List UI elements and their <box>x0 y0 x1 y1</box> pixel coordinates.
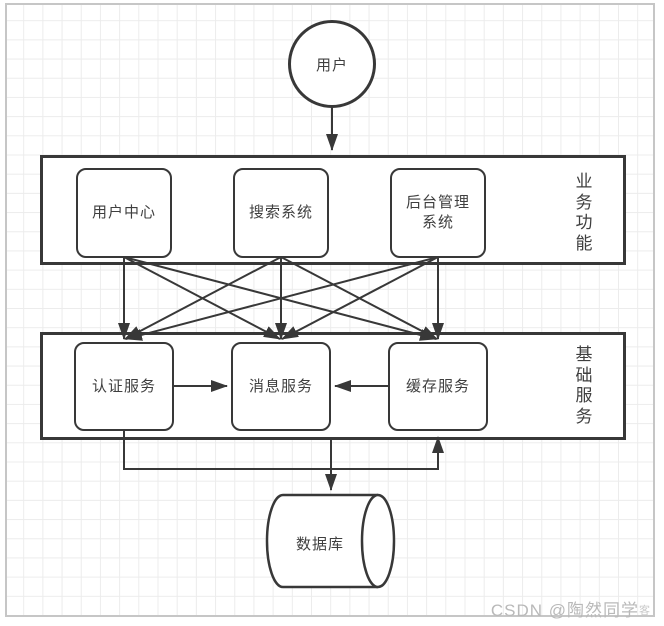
node-cache-service-label: 缓存服务 <box>405 377 470 395</box>
edge-admin-message <box>281 256 439 340</box>
node-search-system-label: 搜索系统 <box>248 204 313 221</box>
watermark-text: CSDN @陶然同学 <box>490 601 639 620</box>
node-admin-system: 后台管理系统 <box>390 168 486 258</box>
node-cache-service: 缓存服务 <box>388 342 488 431</box>
edge-auth-cache-bent <box>123 431 444 470</box>
node-user-label: 用户 <box>315 56 348 74</box>
watermark-tail: 客 <box>639 605 650 617</box>
node-message-service-label: 消息服务 <box>248 377 313 395</box>
edge-search-auth <box>124 256 282 340</box>
node-search-system: 搜索系统 <box>233 168 329 258</box>
edge-admin-auth <box>125 256 439 341</box>
infra-band-side-label: 基础服务 <box>575 345 593 426</box>
business-band-side-label: 业务功能 <box>575 172 593 253</box>
database-label: 数据库 <box>295 536 344 553</box>
node-user: 用户 <box>288 20 376 108</box>
node-auth-service: 认证服务 <box>74 342 174 431</box>
watermark: CSDN @陶然同学客 <box>491 596 650 621</box>
database-cylinder <box>265 493 396 589</box>
node-user-center-label: 用户中心 <box>91 204 156 221</box>
node-user-center: 用户中心 <box>76 168 172 258</box>
node-admin-system-label: 后台管理系统 <box>405 194 470 231</box>
node-auth-service-label: 认证服务 <box>91 377 156 395</box>
node-message-service: 消息服务 <box>231 342 331 431</box>
